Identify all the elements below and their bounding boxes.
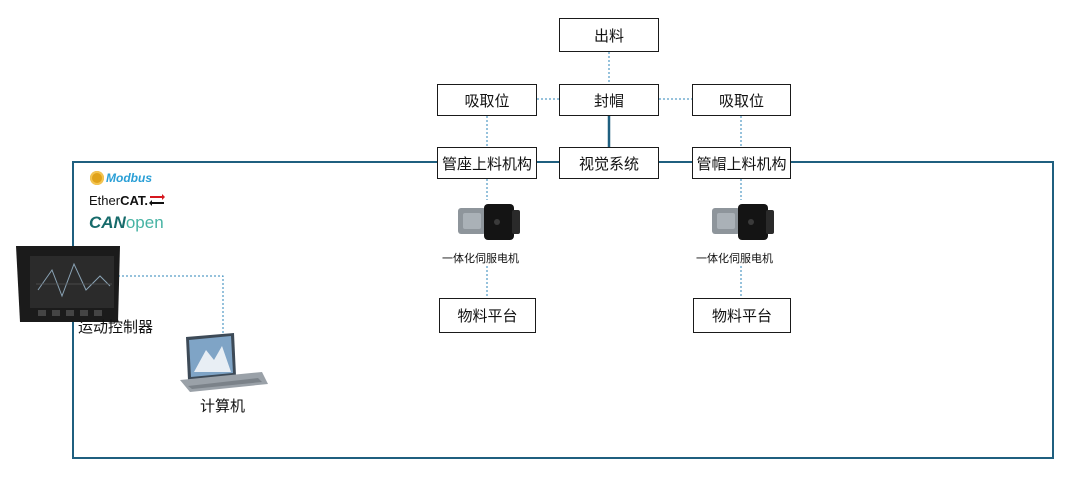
seal-cap-box: 封帽 — [559, 84, 659, 116]
canopen-logo: CAN open — [89, 212, 164, 234]
laptop-image — [180, 333, 268, 392]
cap-feeder-box: 管帽上料机构 — [692, 147, 791, 179]
material-platform-left-box: 物料平台 — [439, 298, 536, 333]
ethercat-suffix-text: CAT. — [120, 192, 149, 208]
modbus-gear-icon — [90, 171, 104, 185]
servo-motor-left-image — [458, 204, 520, 240]
canopen-prefix-text: CAN — [89, 213, 126, 232]
ethercat-prefix-text: Ether — [89, 192, 121, 208]
base-feeder-box: 管座上料机构 — [437, 147, 537, 179]
output-box: 出料 — [559, 18, 659, 52]
computer-link — [118, 275, 224, 348]
modbus-text: Modbus — [106, 171, 152, 185]
motion-controller-label: 运动控制器 — [78, 318, 154, 336]
modbus-logo: Modbus — [90, 169, 152, 187]
vision-system-box: 视觉系统 — [559, 147, 659, 179]
servo-motor-left-label: 一体化伺服电机 — [442, 252, 519, 265]
ethercat-logo: Ether CAT. — [89, 191, 166, 209]
servo-motor-right-label: 一体化伺服电机 — [696, 252, 773, 265]
suction-position-left-box: 吸取位 — [437, 84, 537, 116]
suction-position-right-box: 吸取位 — [692, 84, 791, 116]
canopen-suffix-text: open — [125, 213, 164, 232]
computer-label: 计算机 — [200, 397, 246, 415]
ethercat-arrows-icon — [149, 194, 166, 206]
motion-controller-image — [16, 246, 120, 322]
material-platform-right-box: 物料平台 — [693, 298, 791, 333]
servo-motor-right-image — [712, 204, 774, 240]
